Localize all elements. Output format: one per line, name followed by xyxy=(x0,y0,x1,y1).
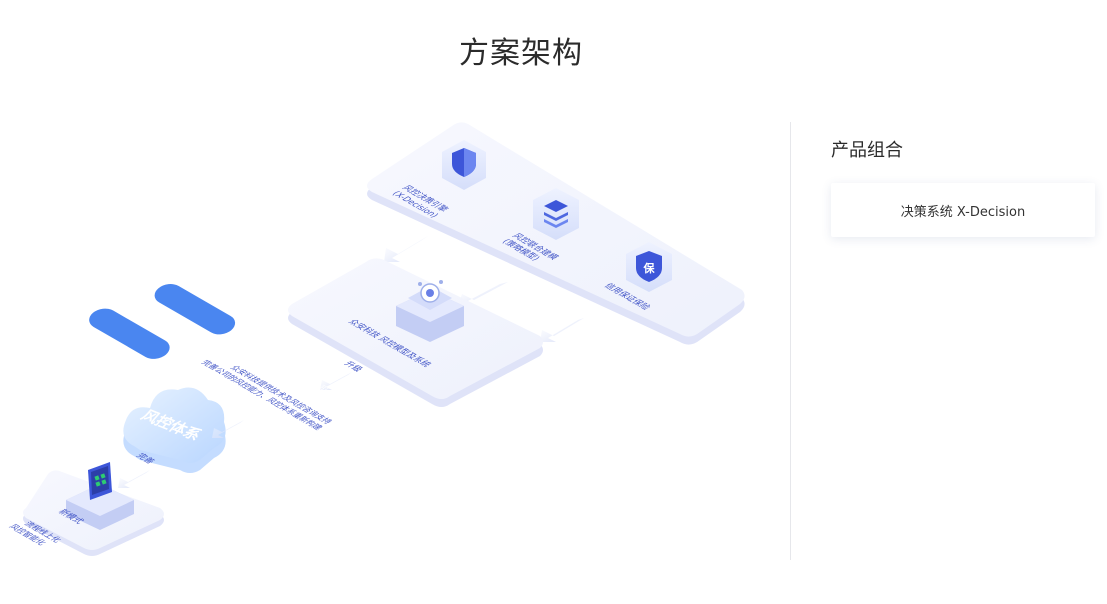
svg-text:保: 保 xyxy=(643,261,656,275)
arrow-icon xyxy=(384,236,428,262)
shield-icon xyxy=(442,140,486,190)
product-card-label: 决策系统 X-Decision xyxy=(900,204,1026,220)
divider xyxy=(790,122,791,560)
page-title: 方案架构 xyxy=(459,36,583,71)
insurance-icon: 保 xyxy=(626,242,672,292)
system-cube-icon xyxy=(396,280,464,342)
product-card-x-decision[interactable]: 决策系统 X-Decision xyxy=(831,183,1095,237)
arrow-icon xyxy=(540,318,584,342)
risk-system-cloud-icon: 风控体系 xyxy=(123,387,226,473)
architecture-diagram: 保 风控决策引擎 (X-Decision) 风控联合建模 (策略模型) 信用保证… xyxy=(7,122,745,556)
new-mode-cube-icon xyxy=(66,462,134,530)
upgrade-arrow-icon xyxy=(320,372,352,390)
arrow-icon xyxy=(212,420,244,438)
product-combination-title: 产品组合 xyxy=(831,140,903,161)
pill-zhongan-label: 众安科技 xyxy=(235,401,274,424)
layers-icon xyxy=(533,188,579,240)
arrow-icon xyxy=(118,470,150,488)
arrow-icon xyxy=(458,282,508,306)
